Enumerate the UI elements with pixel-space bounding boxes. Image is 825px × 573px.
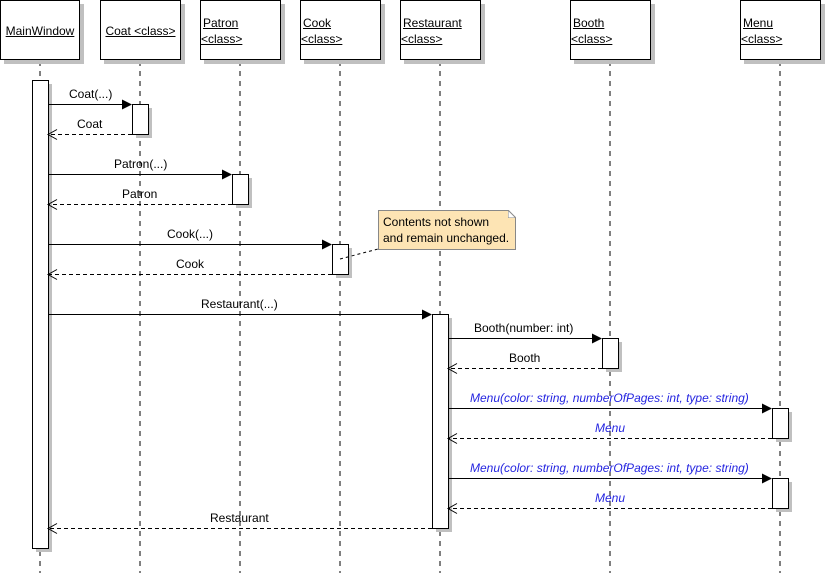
arrowhead-filled-icon [762,403,772,414]
arrowhead-open-icon [446,503,458,514]
arrowhead-open-icon [46,523,58,534]
activation-bar-menu [772,408,789,439]
arrowhead-filled-icon [222,169,232,180]
message-label-menu-call-1[interactable]: Menu(color: string, numberOfPages: int, … [470,391,749,405]
lifeline-label: Menu [743,16,774,30]
activation-bar-coat [132,104,149,135]
message-label-coat-return[interactable]: Coat [77,117,103,131]
message-label-menu-call-2[interactable]: Menu(color: string, numberOfPages: int, … [470,461,749,475]
lifeline-stereotype: <class> [301,32,343,46]
lifeline-stereotype: <class> [201,32,243,46]
activation-bar-restaurant [432,314,449,529]
message-label-patron-return[interactable]: Patron [122,187,158,201]
lifeline-label: Cook [303,16,332,30]
arrowhead-open-icon [46,129,58,140]
lifeline-head-cook[interactable]: Cook <class> [300,0,381,60]
arrowhead-filled-icon [592,333,602,344]
arrowhead-open-icon [46,199,58,210]
arrowhead-filled-icon [322,239,332,250]
lifeline-label: Booth [573,16,605,30]
message-label-booth-call[interactable]: Booth(number: int) [474,321,574,335]
note-connector [339,248,379,260]
lifeline-label: MainWindow [5,24,75,38]
message-label-menu-return-1[interactable]: Menu [595,421,626,435]
message-label-restaurant-return[interactable]: Restaurant [210,511,269,525]
lifeline-head-patron[interactable]: Patron <class> [200,0,281,60]
arrowhead-filled-icon [422,309,432,320]
note-line-1: Contents not shown [383,215,490,229]
lifeline-label: Restaurant [403,16,462,30]
lifeline-head-restaurant[interactable]: Restaurant <class> [400,0,481,60]
note-line-2: and remain unchanged. [383,231,510,245]
message-label-menu-return-2[interactable]: Menu [595,491,626,505]
activation-bar-booth [602,338,619,369]
lifeline-label: Patron [203,16,239,30]
arrowhead-filled-icon [122,99,132,110]
lifeline-head-mainwindow[interactable]: MainWindow [0,0,80,60]
activation-bar-patron [232,174,249,205]
lifeline-head-coat[interactable]: Coat <class> [100,0,181,60]
lifeline-head-menu[interactable]: Menu <class> [740,0,821,60]
arrowhead-open-icon [46,269,58,280]
message-label-coat-call[interactable]: Coat(...) [69,87,113,101]
lifeline-stereotype: <class> [741,32,783,46]
message-label-cook-return[interactable]: Cook [176,257,205,271]
lifeline-stereotype: <class> [571,32,613,46]
lifeline-label: Coat <class> [105,24,176,38]
message-label-patron-call[interactable]: Patron(...) [114,157,168,171]
note-text: Contents not shown and remain unchanged. [383,214,509,246]
lifeline-stereotype: <class> [401,32,443,46]
note[interactable] [378,210,516,250]
lifeline-head-booth[interactable]: Booth <class> [570,0,651,60]
arrowhead-open-icon [446,363,458,374]
message-label-cook-call[interactable]: Cook(...) [167,227,214,241]
arrowhead-open-icon [446,433,458,444]
arrowhead-filled-icon [762,473,772,484]
message-label-restaurant-call[interactable]: Restaurant(...) [201,297,278,311]
note-fold-icon [508,210,516,218]
activation-bar-mainwindow [32,80,49,549]
message-label-booth-return[interactable]: Booth [509,351,541,365]
activation-bar-cook [332,244,349,275]
activation-bar-menu [772,478,789,509]
